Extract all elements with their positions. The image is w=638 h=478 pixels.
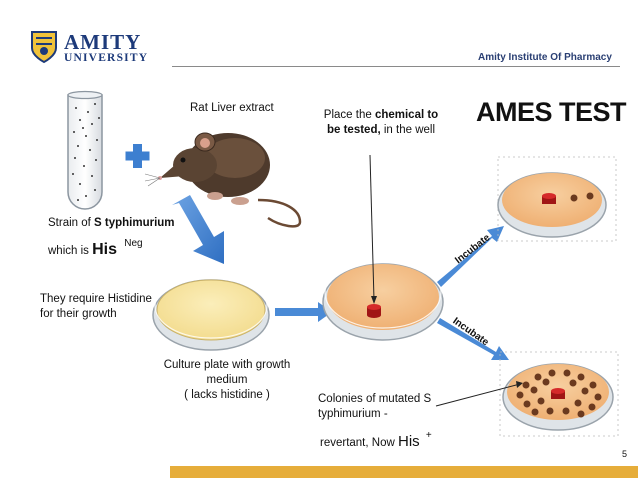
incubate-arrow-down-icon xyxy=(437,318,509,360)
university-logo: AMITY UNIVERSITY xyxy=(30,30,170,70)
plus-superscript: + xyxy=(425,430,432,441)
colonies-label: Colonies of mutated S typhimurium - xyxy=(318,392,431,422)
shield-icon xyxy=(31,31,57,64)
revertant-pre-text: revertant, Now xyxy=(320,437,398,449)
footer-bar xyxy=(170,466,638,478)
institute-name: Amity Institute Of Pharmacy xyxy=(478,52,612,63)
culture-plate-label: Culture plate with growth medium ( lacks… xyxy=(157,358,297,403)
neg-superscript: Neg xyxy=(124,238,143,249)
right-arrow-icon xyxy=(275,302,332,322)
control-plate xyxy=(497,156,617,242)
slide-title: AMES TEST xyxy=(476,97,627,127)
rat-label: Rat Liver extract xyxy=(190,102,274,114)
strain-label: Strain of S typhimurium xyxy=(48,216,175,231)
test-plate xyxy=(322,257,444,341)
colonies-pointer-line xyxy=(435,383,521,407)
revertant-plate xyxy=(499,351,619,437)
culture-line-2: medium xyxy=(206,374,248,386)
plus-icon xyxy=(125,144,150,168)
culture-plate xyxy=(152,273,270,351)
which-is-text: which is xyxy=(48,245,93,257)
header-divider xyxy=(172,66,620,67)
test-tube xyxy=(67,90,103,210)
strain-bold-text: S typhimurium xyxy=(94,217,175,229)
page-number: 5 xyxy=(622,449,628,459)
pointer-line xyxy=(369,154,375,301)
colonies-line-1: Colonies of mutated S xyxy=(318,393,432,405)
his-neg-label: which is His Neg xyxy=(48,236,143,259)
colonies-line-2: typhimurium - xyxy=(318,408,388,420)
his-plus-text: His xyxy=(397,433,420,450)
require-histidine-label: They require Histidine for their growth xyxy=(40,292,152,322)
down-arrow-icon xyxy=(172,195,224,264)
chemical-well xyxy=(551,388,565,399)
strain-pre-text: Strain of xyxy=(48,217,95,229)
place-pre-text: Place the xyxy=(323,109,375,121)
chemical-well xyxy=(367,304,381,318)
logo-text-university: UNIVERSITY xyxy=(64,52,149,64)
culture-line-1: Culture plate with growth xyxy=(163,359,291,371)
colonies xyxy=(516,369,602,418)
place-chemical-label: Place the chemical to be tested, in the … xyxy=(318,108,444,138)
culture-line-3: ( lacks histidine ) xyxy=(184,389,270,401)
revertant-label: revertant, Now His + xyxy=(320,428,432,451)
chemical-well xyxy=(542,193,556,204)
logo-text-amity: AMITY xyxy=(64,30,142,54)
his-text: His xyxy=(92,241,118,258)
rat-illustration xyxy=(144,132,302,228)
require-line-1: They require Histidine xyxy=(40,293,152,305)
place-post-text: in the well xyxy=(380,124,436,136)
place-bold-text: chemical to be tested, xyxy=(326,109,439,136)
require-line-2: for their growth xyxy=(40,308,117,320)
incubate-arrow-up-icon xyxy=(437,226,504,287)
